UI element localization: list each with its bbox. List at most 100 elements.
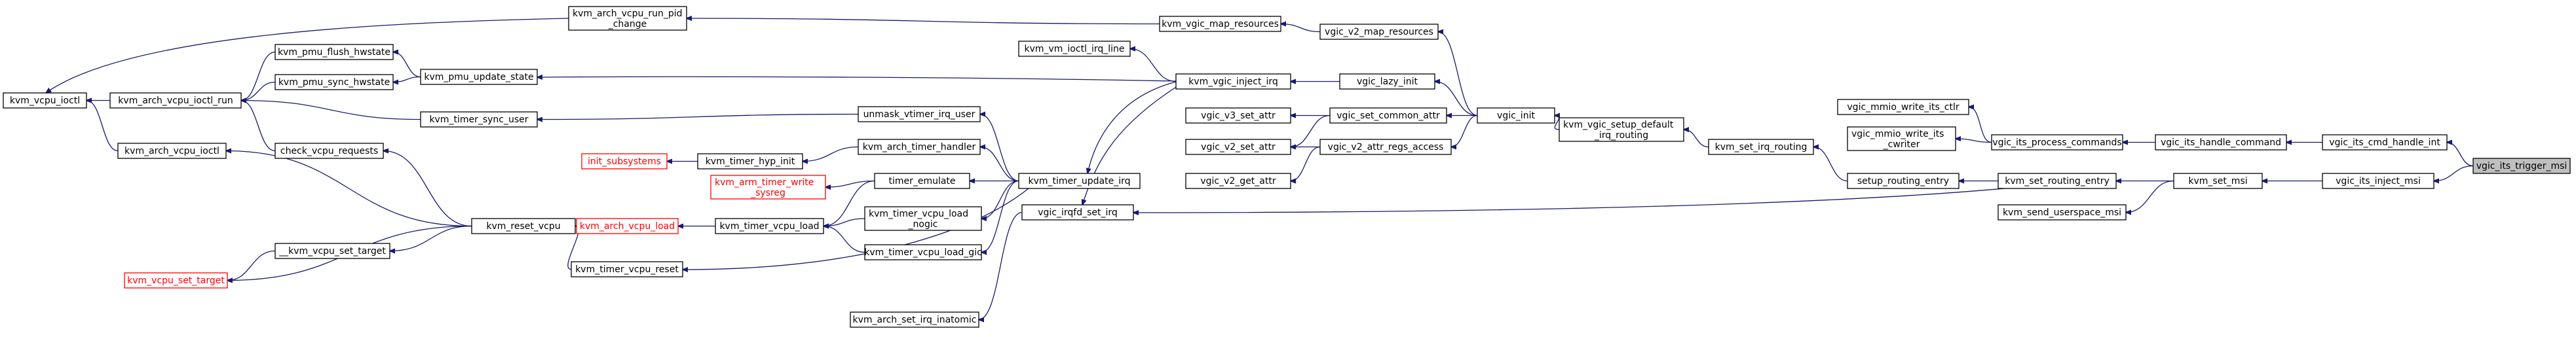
node-vgic-its-inject-msi[interactable]: vgic_its_inject_msi xyxy=(2322,173,2434,189)
node-kvm-pmu-update-state[interactable]: kvm_pmu_update_state xyxy=(420,69,538,85)
node-kvm-arch-vcpu-ioctl[interactable]: kvm_arch_vcpu_ioctl xyxy=(117,143,227,159)
node-kvm-pmu-sync-hwstate[interactable]: kvm_pmu_sync_hwstate xyxy=(275,74,394,90)
node-init-subsystems[interactable]: init_subsystems xyxy=(581,153,668,169)
edge-kvm-timer-update-irq-to-kvm-timer-vcpu-load-gic xyxy=(981,180,1019,253)
node-box xyxy=(1339,73,1435,90)
node-setup-routing-entry[interactable]: setup_routing_entry xyxy=(1847,173,1960,189)
node-label: kvm_send_userspace_msi xyxy=(2003,207,2121,218)
node-box xyxy=(124,272,228,289)
node-box xyxy=(1185,173,1291,189)
node-label: init_subsystems xyxy=(588,156,661,167)
node-timer-emulate[interactable]: timer_emulate xyxy=(874,173,970,189)
edge-kvm-vgic-inject-irq-to-vgic-irqfd-set-irq xyxy=(1082,84,1180,205)
node-vgic-init[interactable]: vgic_init xyxy=(1477,107,1555,124)
node-vgic-its-process-commands[interactable]: vgic_its_process_commands xyxy=(1991,134,2123,151)
node-kvm-timer-sync-user[interactable]: kvm_timer_sync_user xyxy=(420,111,538,128)
edge-vgic-v2-map-resources-to-kvm-vgic-map-resources xyxy=(1281,24,1321,33)
node-label: timer_emulate xyxy=(888,176,955,186)
node-box xyxy=(850,311,979,328)
node-vgic-mmio-write-its-cwriter[interactable]: vgic_mmio_write_its_cwriter xyxy=(1847,126,1956,151)
edge-check-vcpu-requests-to-kvm-arch-vcpu-ioctl-run xyxy=(241,101,276,152)
node-label: kvm_arm_timer_write xyxy=(715,177,814,188)
node-box xyxy=(571,261,683,277)
node-vgic-v2-map-resources[interactable]: vgic_v2_map_resources xyxy=(1319,24,1439,40)
edge-vgic-init-to-vgic-v2-map-resources xyxy=(1438,32,1478,116)
edge-setup-routing-entry-to-kvm-set-irq-routing xyxy=(1813,147,1848,182)
node-vgic-its-cmd-handle-int[interactable]: vgic_its_cmd_handle_int xyxy=(2322,134,2448,151)
node-kvm-vgic-setup-default-irq-routing[interactable]: kvm_vgic_setup_default_irq_routing xyxy=(1559,117,1684,142)
node-label: vgic_v2_attr_regs_access xyxy=(1328,142,1444,152)
node-label: kvm_set_routing_entry xyxy=(2005,176,2109,186)
node-vgic-mmio-write-its-ctlr[interactable]: vgic_mmio_write_its_ctlr xyxy=(1837,99,1969,115)
node-kvm-arch-set-irq-inatomic[interactable]: kvm_arch_set_irq_inatomic xyxy=(850,311,979,328)
node-box xyxy=(275,143,384,159)
node-kvm-arch-vcpu-ioctl-run[interactable]: kvm_arch_vcpu_ioctl_run xyxy=(109,92,242,109)
node-vgic-its-handle-command[interactable]: vgic_its_handle_command xyxy=(2155,134,2287,151)
node-label: kvm_vgic_map_resources xyxy=(1162,19,1279,29)
node-label: kvm_arch_set_irq_inatomic xyxy=(853,315,977,325)
edge-vgic-set-common-attr-to-vgic-v2-set-attr xyxy=(1291,115,1331,147)
node-label: kvm_timer_sync_user xyxy=(429,115,528,125)
node-kvm-timer-hyp-init[interactable]: kvm_timer_hyp_init xyxy=(697,153,803,169)
node-vgic-v3-set-attr[interactable]: vgic_v3_set_attr xyxy=(1185,107,1291,124)
node-kvm-arch-vcpu-run-pid-change[interactable]: kvm_arch_vcpu_run_pid_change xyxy=(568,6,687,31)
node-vgic-its-trigger-msi[interactable]: vgic_its_trigger_msi xyxy=(2472,158,2571,174)
edge-kvm-vgic-inject-irq-to-kvm-vm-ioctl-irq-line xyxy=(1130,49,1177,82)
edge-kvm-pmu-update-state-to-kvm-pmu-sync-hwstate xyxy=(393,76,421,82)
node-box xyxy=(117,143,227,159)
node-kvm-timer-update-irq[interactable]: kvm_timer_update_irq xyxy=(1018,173,1141,189)
node-kvm-timer-vcpu-load-nogic[interactable]: kvm_timer_vcpu_load_nogic xyxy=(864,206,982,231)
node-check-vcpu-requests[interactable]: check_vcpu_requests xyxy=(275,143,384,159)
node-box xyxy=(420,111,538,128)
node-kvm-vcpu-set-target2[interactable]: __kvm_vcpu_set_target xyxy=(275,243,390,259)
node-vgic-v2-attr-regs-access[interactable]: vgic_v2_attr_regs_access xyxy=(1319,139,1452,155)
node-kvm-timer-vcpu-reset[interactable]: kvm_timer_vcpu_reset xyxy=(571,261,683,277)
node-kvm-arch-timer-handler[interactable]: kvm_arch_timer_handler xyxy=(858,139,981,155)
node-label: vgic_v3_set_attr xyxy=(1201,111,1276,121)
node-box xyxy=(1837,99,1969,115)
node-kvm-vm-ioctl-irq-line[interactable]: kvm_vm_ioctl_irq_line xyxy=(1018,41,1131,57)
node-label: vgic_its_process_commands xyxy=(1992,137,2121,148)
edge-kvm-pmu-flush-hwstate-to-kvm-arch-vcpu-ioctl-run xyxy=(241,51,276,101)
node-kvm-timer-vcpu-load-gic[interactable]: kvm_timer_vcpu_load_gic xyxy=(864,244,982,260)
node-vgic-lazy-init[interactable]: vgic_lazy_init xyxy=(1339,73,1435,90)
node-kvm-set-msi[interactable]: kvm_set_msi xyxy=(2173,173,2263,189)
node-label: kvm_set_msi xyxy=(2188,176,2247,186)
node-label: vgic_v2_get_attr xyxy=(1200,176,1276,186)
node-label: kvm_set_irq_routing xyxy=(1715,142,1808,152)
edge-vgic-init-to-vgic-lazy-init xyxy=(1435,82,1478,116)
node-box xyxy=(1998,173,2117,189)
node-box xyxy=(697,153,803,169)
node-kvm-pmu-flush-hwstate[interactable]: kvm_pmu_flush_hwstate xyxy=(275,44,394,60)
node-box xyxy=(2322,134,2448,151)
node-kvm-send-userspace-msi[interactable]: kvm_send_userspace_msi xyxy=(1998,204,2127,221)
node-label: kvm_timer_vcpu_load_gic xyxy=(864,247,982,258)
node-box xyxy=(2155,134,2287,151)
node-vgic-set-common-attr[interactable]: vgic_set_common_attr xyxy=(1329,107,1447,124)
node-kvm-vcpu-ioctl[interactable]: kvm_vcpu_ioctl xyxy=(3,92,87,109)
node-label: kvm_pmu_sync_hwstate xyxy=(278,77,390,88)
node-box xyxy=(420,69,538,85)
node-vgic-v2-get-attr[interactable]: vgic_v2_get_attr xyxy=(1185,173,1291,189)
node-box xyxy=(1319,24,1439,40)
node-kvm-set-routing-entry[interactable]: kvm_set_routing_entry xyxy=(1998,173,2117,189)
node-kvm-arm-timer-write-sysreg[interactable]: kvm_arm_timer_write_sysreg xyxy=(710,175,826,200)
node-label: kvm_reset_vcpu xyxy=(486,221,560,232)
node-label: vgic_its_trigger_msi xyxy=(2476,161,2567,171)
node-kvm-timer-vcpu-load[interactable]: kvm_timer_vcpu_load xyxy=(715,218,824,234)
node-vgic-irqfd-set-irq[interactable]: vgic_irqfd_set_irq xyxy=(1021,204,1134,221)
node-kvm-vcpu-set-target[interactable]: kvm_vcpu_set_target xyxy=(124,272,228,289)
edge-kvm-vgic-map-resources-to-kvm-arch-vcpu-run-pid-change xyxy=(687,18,1160,25)
node-kvm-reset-vcpu[interactable]: kvm_reset_vcpu xyxy=(471,218,576,234)
node-box xyxy=(109,92,242,109)
node-kvm-vgic-inject-irq[interactable]: kvm_vgic_inject_irq xyxy=(1175,73,1291,90)
node-kvm-arch-vcpu-load[interactable]: kvm_arch_vcpu_load xyxy=(576,218,679,234)
node-vgic-v2-set-attr[interactable]: vgic_v2_set_attr xyxy=(1185,139,1291,155)
node-unmask-vtimer-irq-user[interactable]: unmask_vtimer_irq_user xyxy=(858,106,981,122)
node-kvm-set-irq-routing[interactable]: kvm_set_irq_routing xyxy=(1708,139,1814,155)
edge-kvm-vgic-inject-irq-to-kvm-timer-update-irq xyxy=(1088,81,1177,173)
node-kvm-vgic-map-resources[interactable]: kvm_vgic_map_resources xyxy=(1159,16,1281,32)
edge-kvm-timer-update-irq-to-kvm-timer-vcpu-load-nogic xyxy=(981,180,1019,219)
